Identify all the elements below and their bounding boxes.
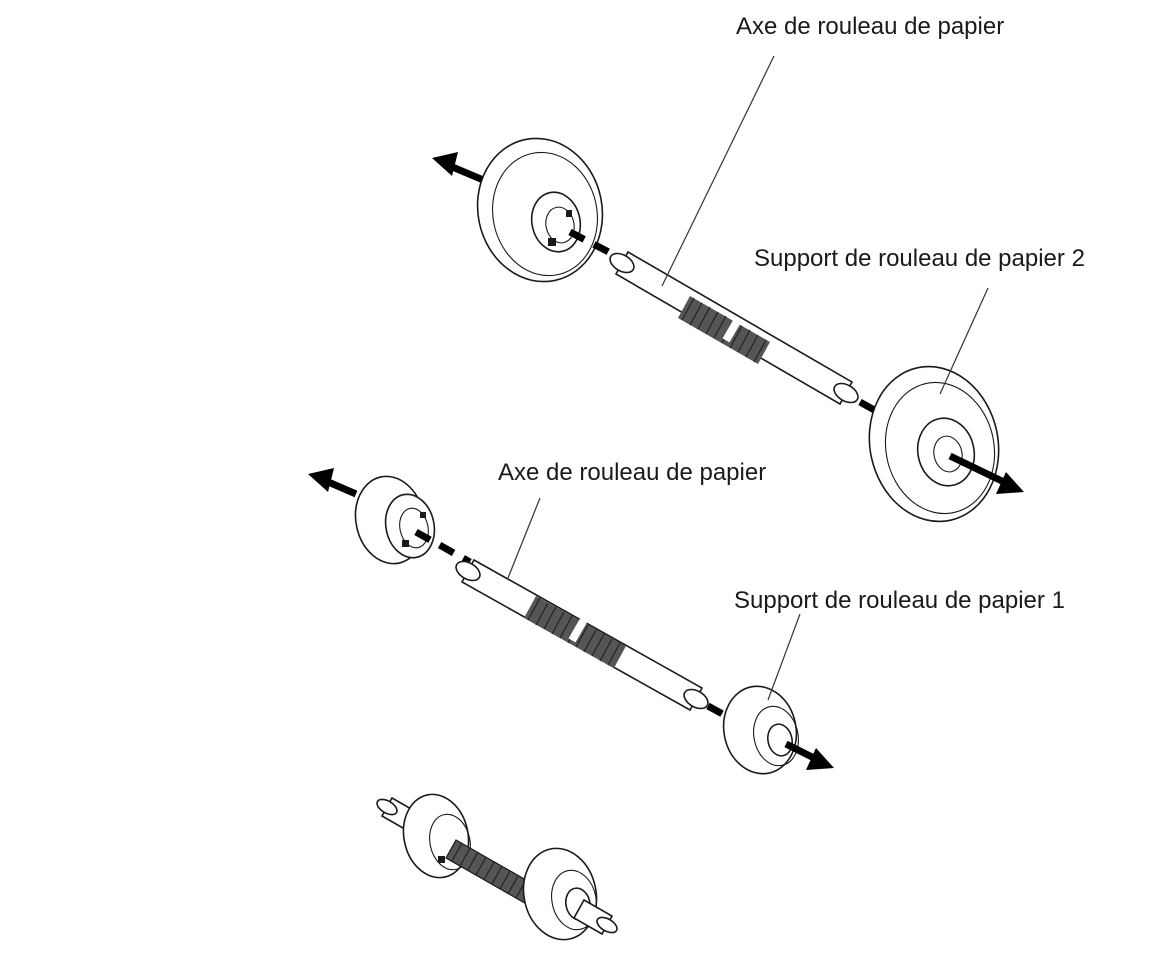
leader-holder-1	[767, 613, 801, 701]
dashed-path-middle-right	[706, 702, 732, 722]
assembled-roll	[376, 793, 618, 941]
holder-2-right-wheel	[868, 365, 1000, 523]
label-axle-top: Axe de rouleau de papier	[736, 13, 1004, 40]
leader-axle-top	[661, 55, 775, 287]
axle-top-thread	[678, 296, 770, 364]
label-holder-2: Support de rouleau de papier 2	[754, 245, 1085, 272]
arrow-left-middle	[308, 468, 358, 498]
holder-1-left	[354, 475, 436, 565]
top-assembly	[432, 137, 1024, 523]
middle-assembly	[308, 468, 834, 775]
arrow-left-top	[432, 152, 490, 186]
dashed-path-middle-left	[414, 528, 472, 566]
leader-axle-middle	[507, 497, 541, 579]
axle-middle	[455, 558, 709, 712]
label-axle-middle: Axe de rouleau de papier	[498, 459, 766, 486]
leader-holder-2	[939, 287, 989, 395]
label-holder-1: Support de rouleau de papier 1	[734, 587, 1065, 614]
axle-top	[609, 250, 859, 406]
arrow-right-middle	[784, 740, 834, 770]
holder-2-left-wheel	[476, 137, 604, 283]
arrow-right-top	[948, 452, 1024, 494]
holder-1-right	[722, 685, 799, 775]
